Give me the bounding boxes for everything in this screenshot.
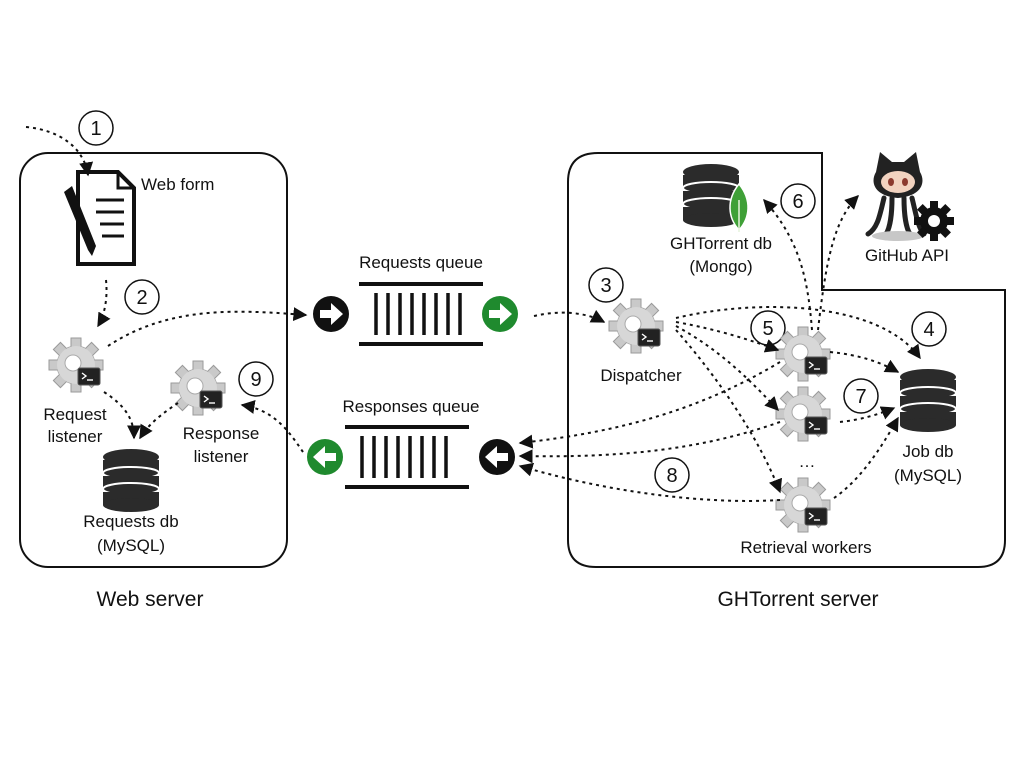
- request-listener-label-1: Request: [43, 405, 107, 424]
- flow-request-listener-to-requests-db: [103, 391, 141, 440]
- job-db-icon: [899, 368, 957, 433]
- step-7: 7: [855, 386, 866, 408]
- job-db-label-1: Job db: [902, 442, 953, 461]
- flow-worker-3-to-responses-queue: [518, 462, 781, 502]
- dispatcher-label: Dispatcher: [600, 366, 682, 385]
- step-9: 9: [250, 369, 261, 391]
- retrieval-worker-3-gear-icon: [775, 477, 831, 533]
- step-6: 6: [792, 191, 803, 213]
- flow-worker-to-github-api: [817, 195, 859, 331]
- flow-dispatcher-to-worker-1: [675, 321, 780, 353]
- flow-web-form-to-request-listener: [97, 279, 111, 328]
- flow-requests-queue-to-dispatcher: [533, 309, 606, 323]
- response-listener-label-1: Response: [183, 424, 260, 443]
- ghtorrent-server-box: [567, 152, 1006, 568]
- requests-queue-in-arrow-icon: [313, 296, 349, 332]
- step-5: 5: [762, 318, 773, 340]
- flow-worker-2-to-job-db: [839, 406, 896, 423]
- github-octocat-icon: [865, 152, 927, 241]
- flow-worker-1-to-responses-queue: [518, 361, 781, 449]
- responses-queue-in-arrow-icon: [479, 439, 515, 475]
- ghtorrent-db-label-2: (Mongo): [689, 257, 752, 276]
- request-listener-gear-icon: [48, 337, 104, 393]
- flow-arrows: [25, 126, 921, 502]
- requests-db-icon: [102, 448, 160, 513]
- retrieval-workers-label: Retrieval workers: [740, 538, 871, 557]
- flow-response-listener-to-requests-db: [139, 402, 179, 440]
- ghtorrent-db-icon: [682, 163, 740, 228]
- step-1: 1: [90, 118, 101, 140]
- flow-dispatcher-to-job-db: [675, 306, 921, 360]
- response-listener-gear-icon: [170, 360, 226, 416]
- flow-user-to-web-form: [25, 126, 94, 177]
- flow-worker-3-to-job-db: [833, 416, 899, 499]
- web-form-label: Web form: [141, 175, 214, 194]
- retrieval-worker-2-gear-icon: [775, 386, 831, 442]
- step-4: 4: [923, 319, 934, 341]
- responses-queue-label: Responses queue: [342, 397, 479, 416]
- step-3: 3: [600, 275, 611, 297]
- step-2: 2: [136, 287, 147, 309]
- flow-dispatcher-to-worker-2: [675, 325, 779, 412]
- retrieval-workers-ellipsis: …: [799, 452, 816, 471]
- requests-db-label-1: Requests db: [83, 512, 178, 531]
- responses-queue-out-arrow-icon: [307, 439, 343, 475]
- step-8: 8: [666, 465, 677, 487]
- response-listener-label-2: listener: [194, 447, 249, 466]
- flow-worker-2-to-responses-queue: [518, 421, 781, 464]
- retrieval-worker-1-gear-icon: [775, 326, 831, 382]
- requests-queue-icon: [357, 282, 485, 346]
- ghtorrent-db-label-1: GHTorrent db: [670, 234, 772, 253]
- flow-dispatcher-to-worker-3: [675, 329, 783, 494]
- ghtorrent-server-caption: GHTorrent server: [717, 588, 878, 611]
- responses-queue-icon: [343, 425, 471, 489]
- flow-responses-queue-to-response-listener: [240, 400, 304, 453]
- github-gear-icon: [914, 201, 954, 241]
- flow-worker-1-to-job-db: [829, 351, 900, 373]
- web-form-icon: [64, 170, 136, 266]
- github-api-label: GitHub API: [865, 246, 949, 265]
- requests-db-label-2: (MySQL): [97, 536, 165, 555]
- mongo-leaf-icon: [729, 182, 749, 232]
- web-server-caption: Web server: [97, 588, 204, 611]
- requests-queue-out-arrow-icon: [482, 296, 518, 332]
- web-server-box: [19, 152, 288, 568]
- request-listener-label-2: listener: [48, 427, 103, 446]
- dispatcher-gear-icon: [608, 298, 664, 354]
- requests-queue-label: Requests queue: [359, 253, 483, 272]
- flow-request-listener-to-requests-queue: [107, 307, 308, 347]
- flow-worker-to-ghtorrent-db: [763, 198, 813, 331]
- step-circles: 1 2 3 4 5 6 7 8 9: [78, 110, 947, 493]
- job-db-label-2: (MySQL): [894, 466, 962, 485]
